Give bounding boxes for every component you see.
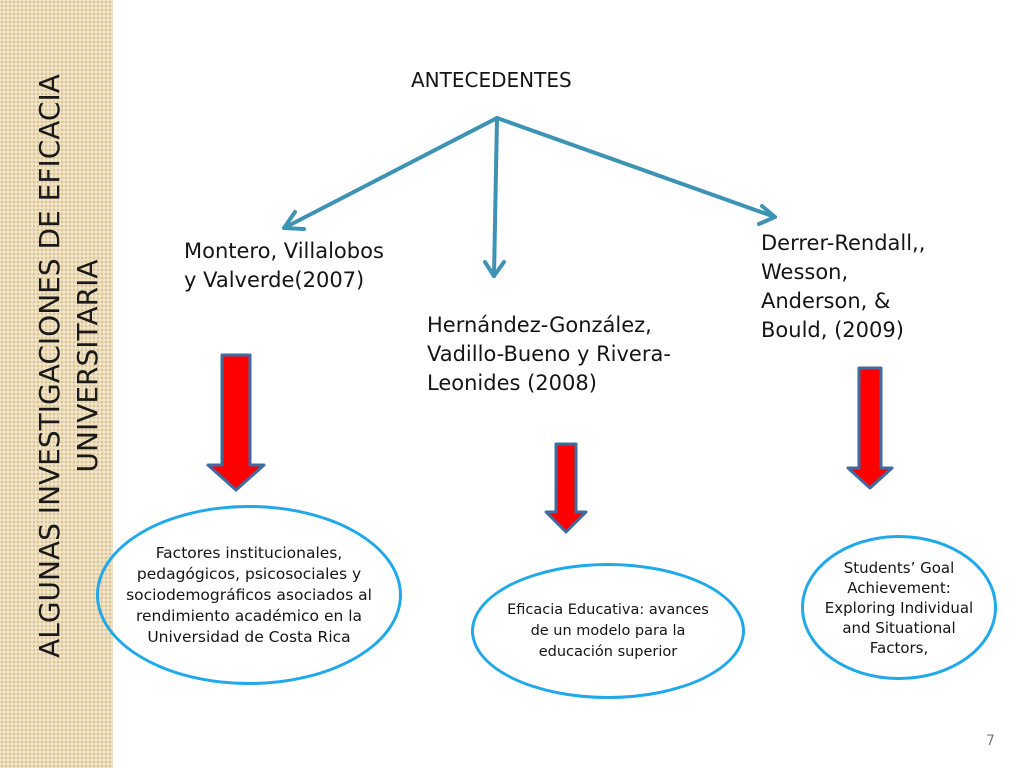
connector-arrows — [282, 116, 777, 278]
study-oval-middle: Eficacia Educativa: avances de un modelo… — [471, 563, 745, 699]
author-middle: Hernández-González, Vadillo-Bueno y Rive… — [427, 313, 671, 395]
connector-right — [495, 116, 777, 219]
author-left: Montero, Villalobos y Valverde(2007) — [184, 239, 384, 292]
connector-left — [282, 116, 499, 230]
connector-mid — [492, 116, 499, 278]
connector-right-head — [757, 204, 777, 226]
author-right: Derrer-Rendall,, Wesson, Anderson, & Bou… — [761, 231, 926, 342]
study-oval-left: Factores institucionales, pedagógicos, p… — [96, 505, 402, 685]
connector-left-head — [282, 210, 306, 231]
down-arrow-mid — [544, 442, 588, 534]
down-arrow-left — [206, 353, 266, 492]
down-arrow-right — [846, 366, 894, 490]
study-title-left: Factores institucionales, pedagógicos, p… — [126, 543, 372, 646]
connector-mid-head — [483, 260, 506, 278]
sidebar-panel — [0, 0, 113, 768]
study-title-middle: Eficacia Educativa: avances de un modelo… — [507, 601, 709, 660]
page-number: 7 — [986, 733, 995, 749]
down-arrows — [206, 353, 894, 534]
study-title-right: Students’ Goal Achievement: Exploring In… — [824, 558, 974, 657]
root-label: ANTECEDENTES — [411, 68, 572, 92]
study-oval-right: Students’ Goal Achievement: Exploring In… — [801, 535, 997, 680]
